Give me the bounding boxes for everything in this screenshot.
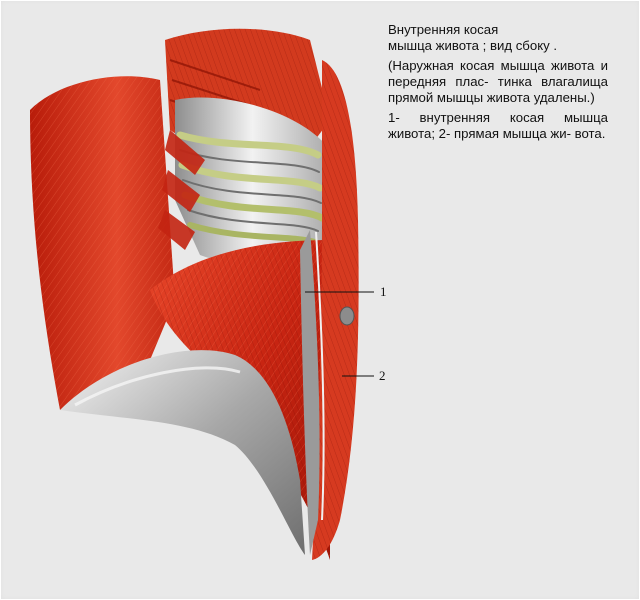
caption-title: Внутренняя косая (388, 22, 499, 37)
caption-legend: 1- внутренняя косая мышца живота; 2- пря… (388, 110, 608, 141)
figure-caption: Внутренняя косая мышца живота ; вид сбок… (388, 22, 608, 142)
umbilicus (339, 306, 355, 326)
label-1: 1 (380, 284, 387, 299)
cut-skin-region (60, 350, 305, 555)
rectus-sheath-edge (300, 230, 320, 555)
caption-view: мышца живота ; вид сбоку . (388, 38, 558, 53)
label-2: 2 (379, 368, 386, 383)
caption-note: (Наружная косая мышца живота и передняя … (388, 58, 608, 105)
